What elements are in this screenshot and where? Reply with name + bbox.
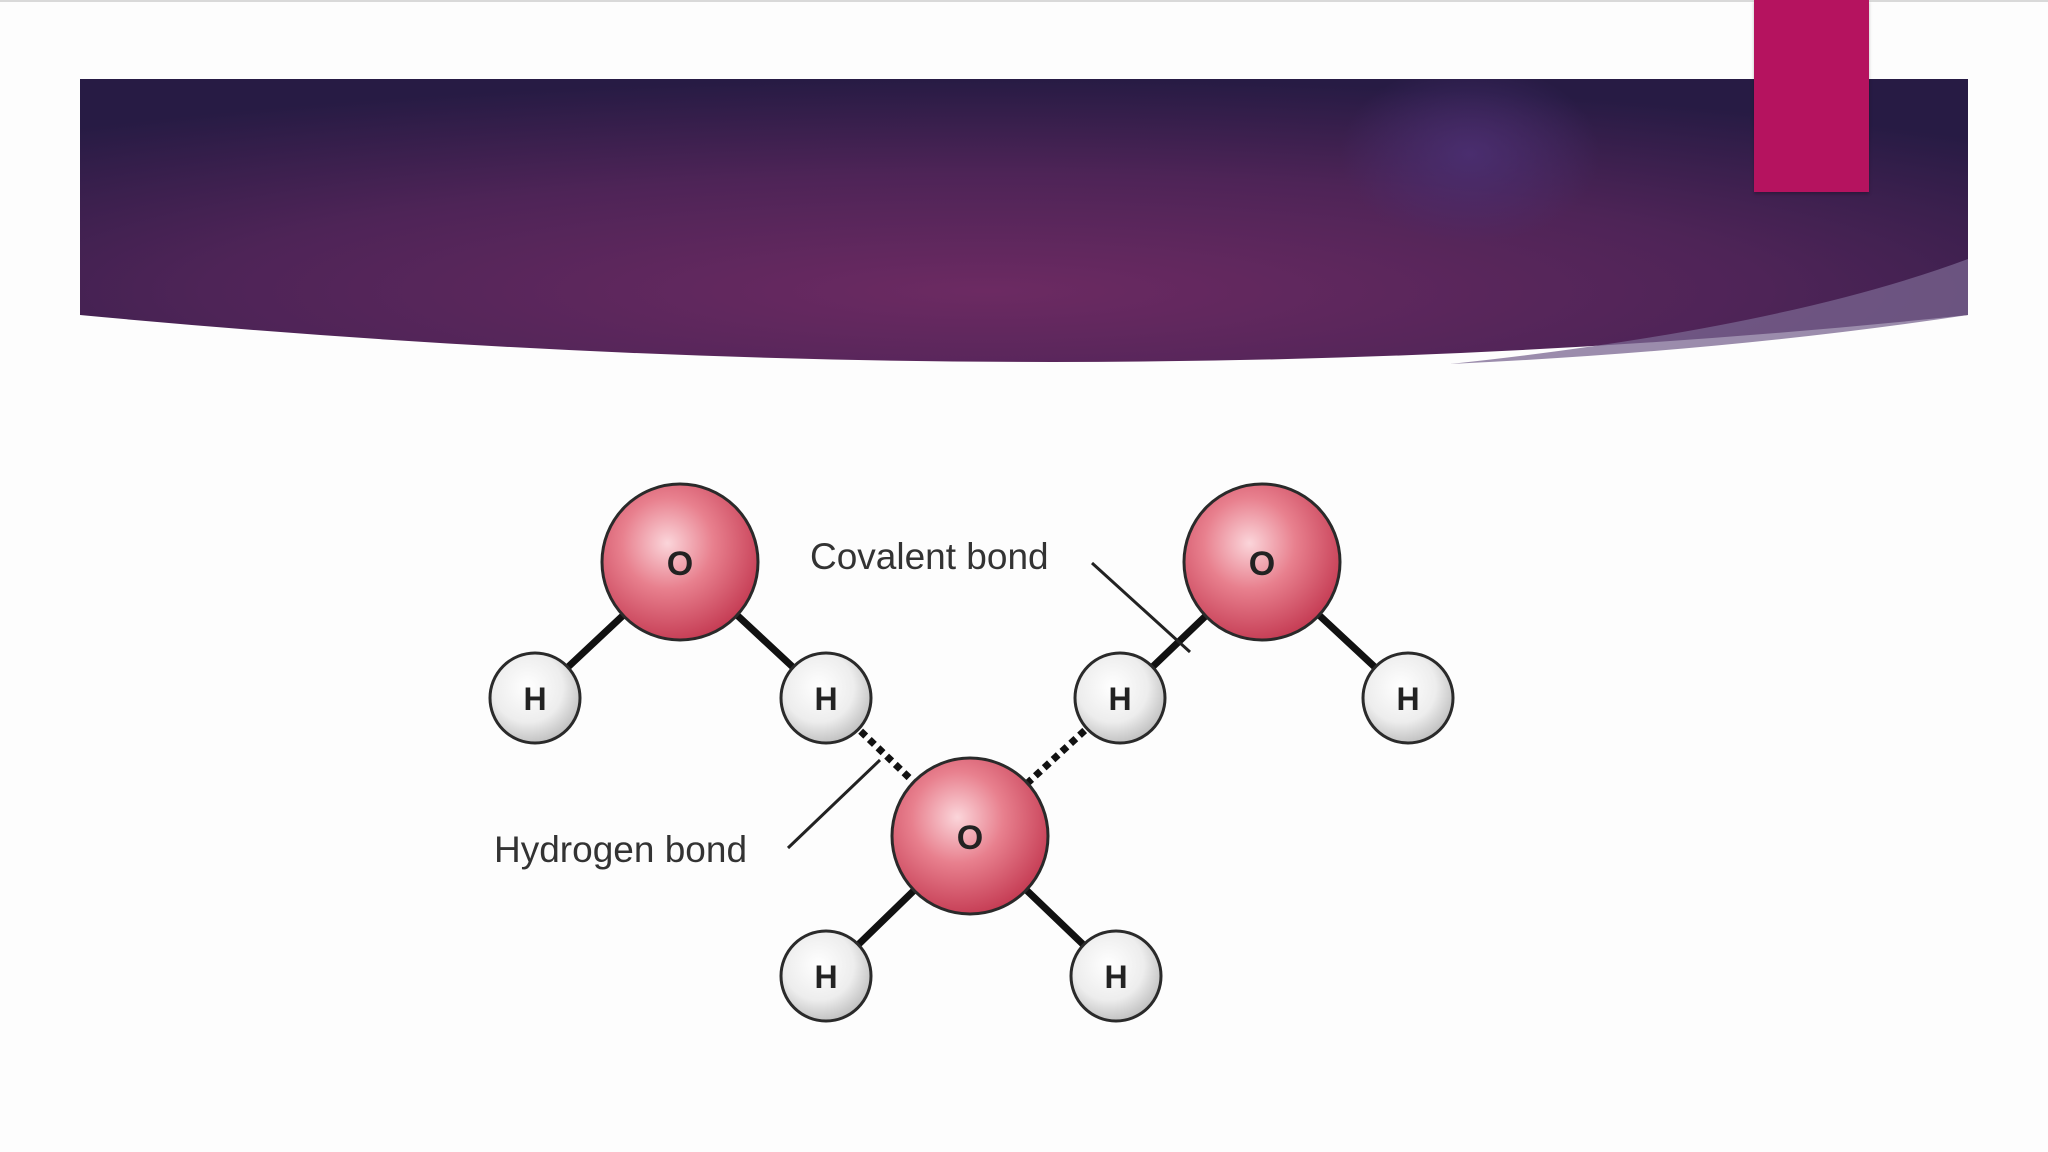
hydrogen-atom-5: H [779,929,873,1023]
hydrogen-bond-leader-line [786,758,882,850]
oxygen-atom-left: O [600,482,760,642]
svg-text:H: H [523,681,546,717]
title-banner [80,79,1968,364]
hydrogen-atom-4: H [1361,651,1455,745]
svg-text:H: H [1108,681,1131,717]
svg-text:H: H [1396,681,1419,717]
hydrogen-atom-1: H [488,651,582,745]
svg-text:H: H [814,681,837,717]
hydrogen-atom-6: H [1069,929,1163,1023]
covalent-bond-label: Covalent bond [810,536,1049,577]
accent-bookmark [1754,0,1869,192]
hydrogen-atom-2: H [779,651,873,745]
covalent-bond-leader-line [1090,561,1192,654]
svg-text:H: H [814,959,837,995]
svg-text:O: O [1249,545,1275,583]
top-divider [0,0,2048,2]
svg-text:H: H [1104,959,1127,995]
svg-text:O: O [957,819,983,857]
svg-text:O: O [667,545,693,583]
oxygen-atom-right: O [1182,482,1342,642]
oxygen-atom-bottom: O [890,756,1050,916]
hydrogen-bond-label: Hydrogen bond [494,829,747,870]
hydrogen-atom-3: H [1073,651,1167,745]
